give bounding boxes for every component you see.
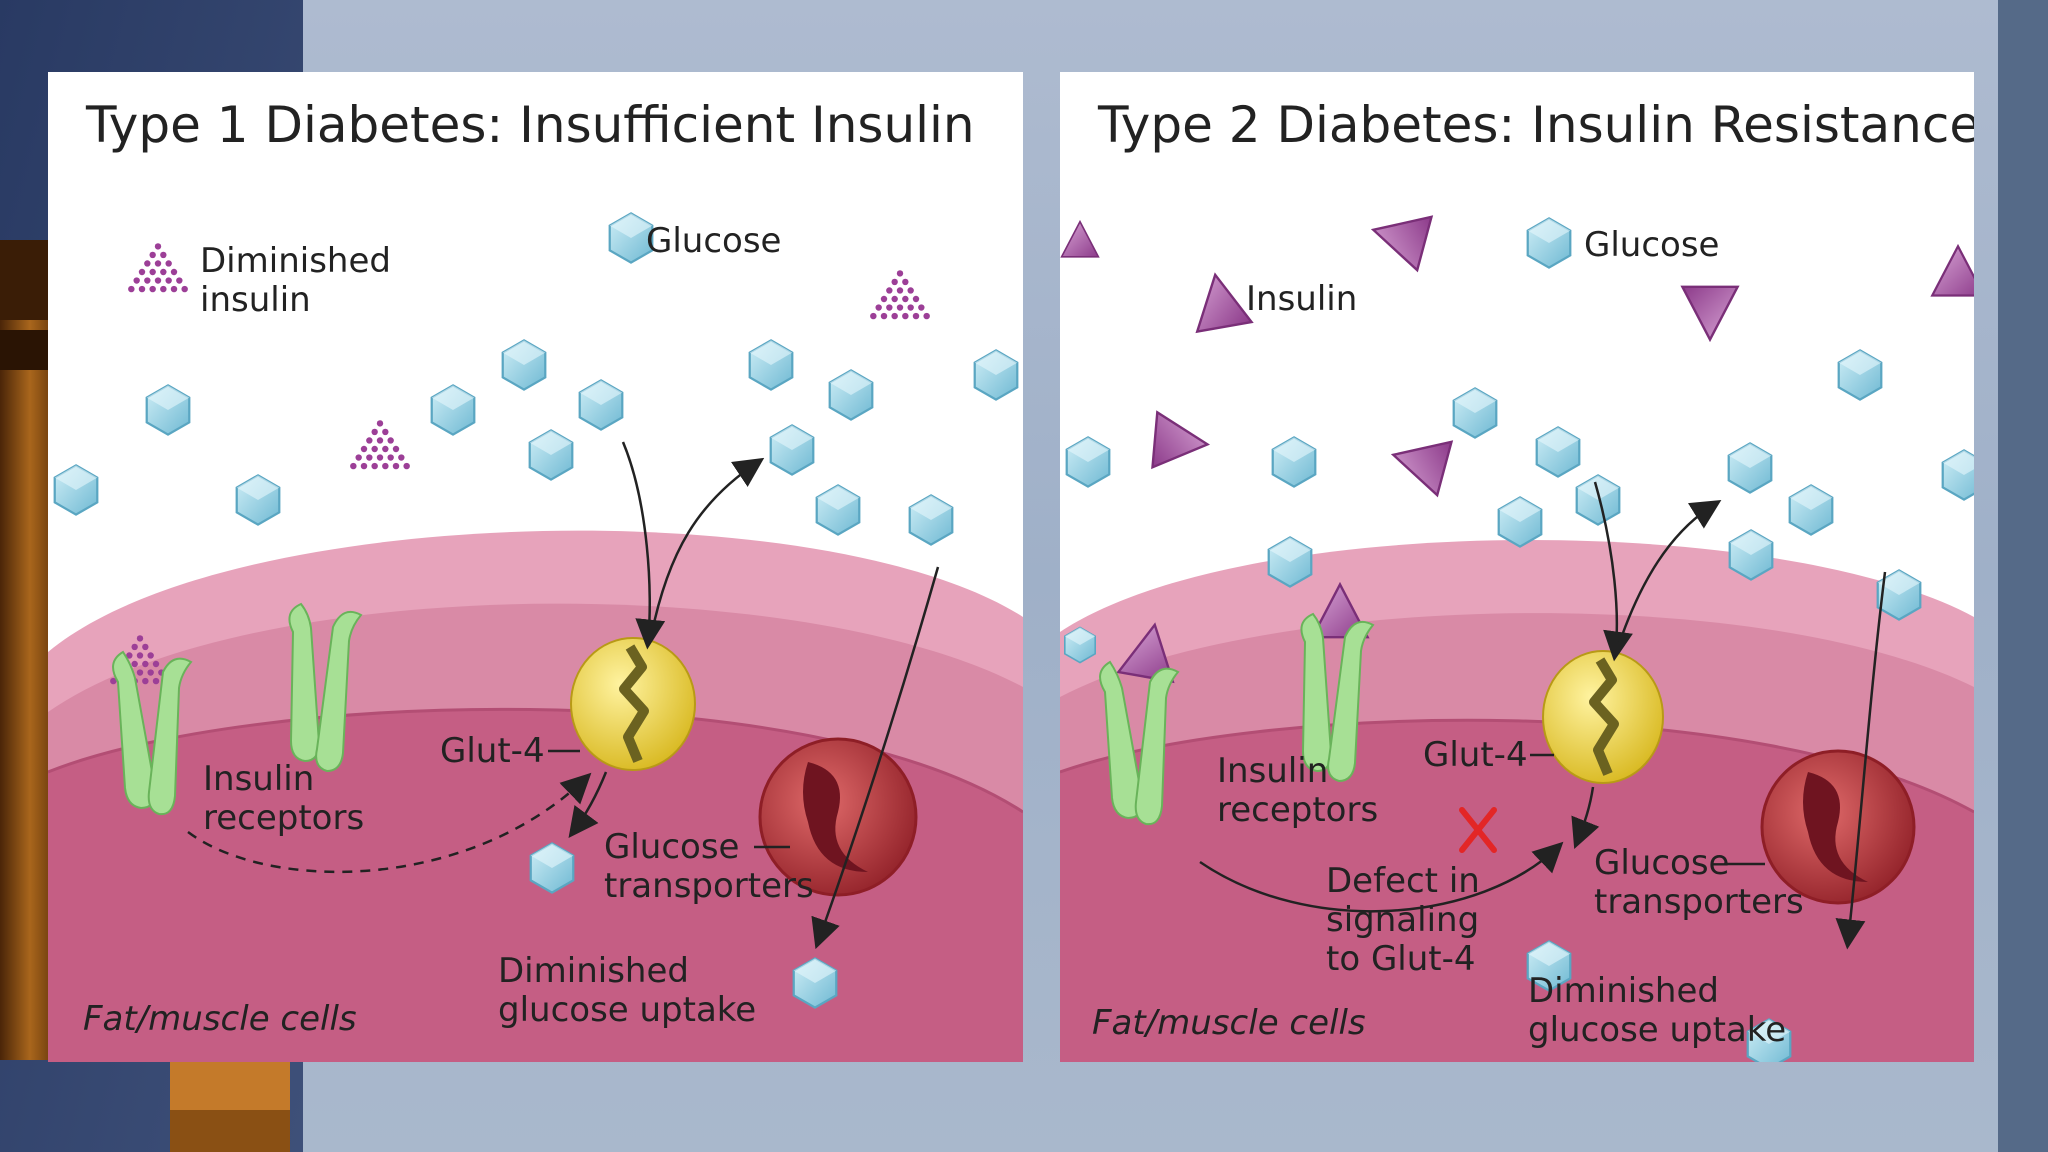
cells-label: Fat/muscle cells — [1092, 1003, 1366, 1043]
glucose-label: Glucose — [1584, 225, 1720, 265]
panel-title: Type 2 Diabetes: Insulin Resistance — [1098, 96, 1974, 154]
glucose-label: Glucose — [646, 221, 782, 261]
type2-diabetes-panel: Type 2 Diabetes: Insulin Resistance Insu… — [1060, 72, 1974, 1062]
type2-illustration — [1060, 201, 1974, 1062]
defect-label: Defect in signaling to Glut-4 — [1326, 861, 1480, 979]
insulin-receptor — [1099, 612, 1375, 826]
glut4-transporter — [1542, 650, 1664, 784]
type1-illustration — [48, 212, 1023, 1062]
defect-x-icon — [1459, 807, 1497, 853]
cells-label: Fat/muscle cells — [83, 999, 357, 1039]
glucose-transporter-vesicle — [758, 737, 918, 897]
right-decor-strip — [1998, 0, 2048, 1152]
diminished-insulin-label: Diminished insulin — [200, 241, 391, 320]
glut4-label: Glut-4 — [440, 731, 545, 771]
glucose-transporters-label: Glucose transporters — [604, 827, 814, 906]
glut4-transporter — [570, 637, 696, 771]
diminished-glucose-uptake-label: Diminished glucose uptake — [498, 951, 757, 1030]
cell-interior — [1060, 720, 1974, 1062]
panel-title: Type 1 Diabetes: Insufficient Insulin — [86, 96, 975, 154]
glut4-label: Glut-4 — [1423, 735, 1528, 775]
insulin-label: Insulin — [1246, 279, 1358, 319]
insulin-receptor — [112, 602, 363, 816]
insulin-receptors-label: Insulin receptors — [203, 759, 365, 838]
diminished-glucose-uptake-label: Diminished glucose uptake — [1528, 971, 1787, 1050]
glucose-transporter-vesicle — [1760, 749, 1916, 905]
type1-diabetes-panel: Type 1 Diabetes: Insufficient Insulin Di… — [48, 72, 1023, 1062]
glucose-transporters-label: Glucose transporters — [1594, 843, 1804, 922]
insulin-receptors-label: Insulin receptors — [1217, 751, 1379, 830]
